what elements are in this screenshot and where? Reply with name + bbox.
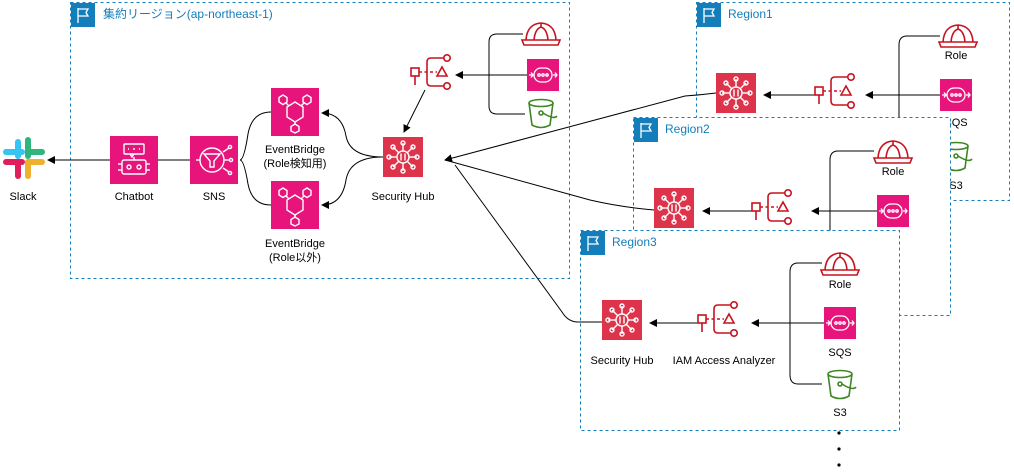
eventbridge-role-label-line2: (Role検知用) <box>264 156 327 170</box>
region2-role-label: Role <box>882 166 905 178</box>
sqs-icon <box>823 306 857 340</box>
security-hub-icon <box>653 187 695 229</box>
aggregation-region-box <box>70 2 570 279</box>
aggregation-region-title: 集約リージョン(ap-northeast-1) <box>103 6 273 21</box>
region3-sqs-label: SQS <box>828 347 851 359</box>
region2-title: Region2 <box>665 122 710 136</box>
region1-s3-label: S3 <box>949 180 962 192</box>
security-hub-icon <box>382 136 424 178</box>
continuation-dots <box>837 431 841 467</box>
sns-icon <box>189 135 239 185</box>
chatbot-label: Chatbot <box>115 191 154 203</box>
flag-icon <box>633 117 659 143</box>
sqs-icon <box>939 78 973 112</box>
eventbridge-role-label-line1: EventBridge <box>265 144 325 156</box>
region3-role-label: Role <box>829 279 852 291</box>
flag-icon <box>580 230 606 256</box>
security-hub-icon <box>715 72 757 114</box>
chatbot-icon <box>109 135 159 185</box>
eventbridge-other-label-line2: (Role以外) <box>269 251 321 264</box>
aggregation-content: Security Hub EventBridge (Role検知用) Event… <box>47 22 561 264</box>
eventbridge-icon <box>270 180 320 230</box>
security-hub-icon <box>601 299 643 341</box>
slack-label: Slack <box>10 191 37 203</box>
flag-icon <box>696 2 722 28</box>
region1-title: Region1 <box>728 7 773 21</box>
slack-logo <box>3 137 45 179</box>
region1-role-label: Role <box>945 50 968 62</box>
iam-access-analyzer-icon <box>410 53 452 90</box>
sqs-icon <box>526 58 560 92</box>
region3-content: Role SQS S3 IAM Access Analyzer Security… <box>591 252 860 419</box>
sns-label: SNS <box>203 191 226 203</box>
eventbridge-icon <box>270 87 320 137</box>
flag-icon <box>70 2 96 28</box>
region3-s3-label: S3 <box>833 407 846 419</box>
s3-bucket-icon <box>528 98 558 129</box>
sqs-icon <box>876 194 910 228</box>
region3-iaa-label: IAM Access Analyzer <box>673 355 776 367</box>
role-helmet-icon <box>521 22 561 46</box>
eventbridge-other-label-line1: EventBridge <box>265 238 325 250</box>
central-security-hub-label: Security Hub <box>372 191 435 203</box>
region3-security-hub-label: Security Hub <box>591 355 654 367</box>
region3-title: Region3 <box>612 235 657 249</box>
cross-region-edges <box>444 92 717 323</box>
